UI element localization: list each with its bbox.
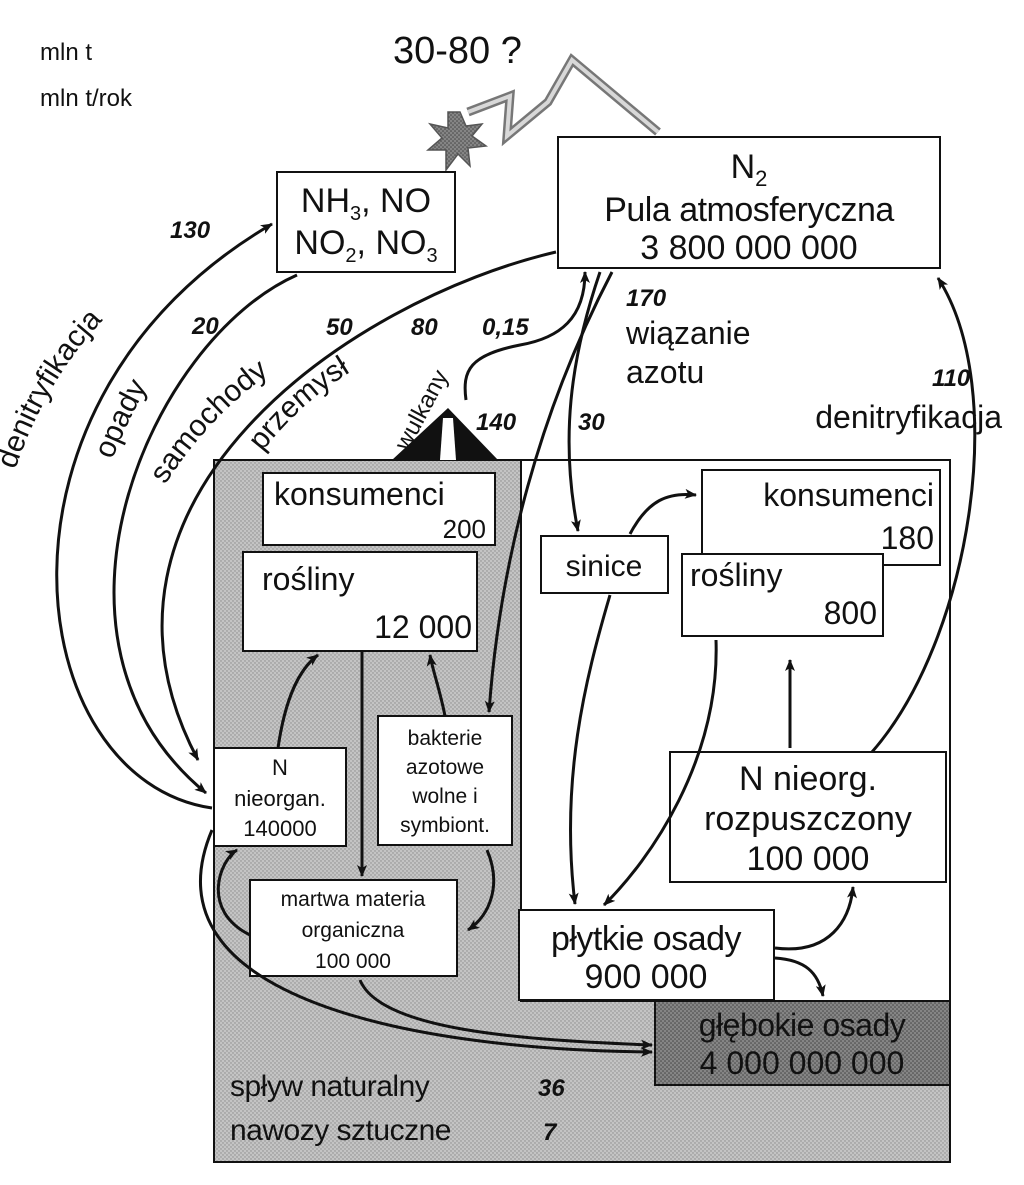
inorganic-n-line2: nieorgan. [234, 786, 326, 811]
land-plants-label: rośliny [262, 561, 354, 597]
dead-matter-line2: organiczna [302, 919, 405, 942]
dissolved-n-line1: N nieorg. [739, 760, 877, 798]
bacteria-line3: wolne i [411, 785, 477, 808]
legend-flux-unit: mln t/rok [40, 85, 133, 112]
shallow-sediments-label: płytkie osady [551, 920, 742, 958]
land-consumers-value: 200 [443, 514, 486, 544]
ocean-plants-label: rośliny [690, 557, 782, 593]
fertilizers-value: 7 [543, 1119, 558, 1146]
land-fixation-value: 140 [476, 409, 517, 436]
arrow-ocean-fixation [567, 271, 602, 532]
atmosphere-value: 3 800 000 000 [640, 229, 857, 267]
arrow-dead-matter-to-deep [358, 979, 653, 1050]
bacteria-line2: azotowe [406, 756, 484, 779]
arrow-bacteria-to-plants [426, 654, 447, 717]
ocean-plants-value: 800 [824, 595, 877, 631]
fixation-total-value: 170 [626, 285, 667, 312]
arrow-shallow-to-dissolved [774, 886, 857, 951]
shallow-sediments-box [518, 909, 775, 1001]
inorganic-n-line1: N [272, 755, 288, 780]
arrow-plants-to-shallow [602, 639, 718, 907]
denitrification-ocean-value: 110 [932, 365, 971, 392]
arrow-dead-matter-to-inorganic [216, 848, 251, 937]
cyanobacteria-box [540, 535, 669, 594]
land-consumers-box [262, 472, 496, 546]
fixation-label-1: wiązanie [625, 315, 751, 351]
arrow-bacteria-to-dead-matter [467, 849, 496, 932]
volcanoes-value: 0,15 [482, 314, 529, 341]
dissolved-n-box [669, 751, 947, 883]
arrow-denitrification-land [55, 222, 273, 810]
arrow-precipitation [112, 273, 298, 795]
industry-value: 80 [411, 314, 438, 341]
runoff-value: 36 [538, 1075, 565, 1102]
dissolved-n-value: 100 000 [747, 840, 870, 878]
volcano-vent [440, 418, 456, 460]
bacteria-box [377, 715, 513, 846]
bacteria-line4: symbiont. [400, 814, 490, 837]
denitrification-land-value: 130 [170, 217, 211, 244]
deep-sediments-value: 4 000 000 000 [700, 1045, 905, 1081]
spark-icon [425, 111, 489, 173]
atmosphere-box [557, 136, 941, 269]
ocean-consumers-label: konsumenci [763, 477, 934, 513]
arrow-runoff-to-deep [198, 829, 653, 1057]
fixation-label-2: azotu [626, 354, 704, 390]
denitrification-ocean-label: denitryfikacja [815, 399, 1002, 435]
cyanobacteria-label: sinice [566, 550, 643, 583]
bacteria-line1: bakterie [408, 727, 483, 750]
deep-sediments-label: głębokie osady [699, 1007, 906, 1043]
atmosphere-formula: N2 [731, 148, 768, 191]
atmosphere-label: Pula atmosferyczna [604, 191, 894, 229]
precipitation-value: 20 [191, 313, 219, 340]
arrow-shallow-to-deep [774, 956, 826, 997]
arrow-denitrification-ocean [870, 277, 977, 753]
land-consumers-label: konsumenci [274, 476, 445, 512]
arrow-volcanoes [463, 271, 590, 401]
nox-line2: NO2, NO3 [294, 224, 437, 267]
dead-matter-line1: martwa materia [281, 888, 426, 911]
ocean-consumers-value: 180 [881, 520, 934, 556]
legend-stock-unit: mln t [40, 39, 92, 66]
land-plants-box [242, 551, 478, 652]
dead-matter-value: 100 000 [315, 950, 391, 973]
ocean-fixation-value: 30 [578, 409, 605, 436]
shallow-sediments-value: 900 000 [585, 958, 708, 996]
inorganic-n-value: 140000 [243, 816, 316, 841]
arrow-cyano-to-consumers [628, 488, 697, 535]
ocean-plants-box [681, 553, 884, 637]
runoff-label: spływ naturalny [230, 1070, 430, 1103]
nox-line1: NH3, NO [301, 182, 431, 225]
ocean-consumers-box [701, 469, 941, 566]
inorganic-n-box [213, 747, 347, 847]
cars-value: 50 [326, 314, 353, 341]
dissolved-n-line2: rozpuszczony [704, 800, 912, 838]
lightning-highlight [467, 56, 660, 141]
arrow-inorganic-to-plants [276, 653, 319, 749]
land-plants-value: 12 000 [374, 609, 472, 645]
flow-arrows [55, 222, 977, 1057]
deep-sediments-box [654, 1000, 951, 1086]
dead-matter-box [249, 879, 458, 977]
arrow-cyano-to-shallow [568, 594, 612, 905]
lightning-value: 30-80 ? [393, 30, 522, 72]
nox-box [276, 171, 456, 273]
arrow-industry-cars [160, 250, 557, 761]
fertilizers-label: nawozy sztuczne [230, 1114, 451, 1147]
